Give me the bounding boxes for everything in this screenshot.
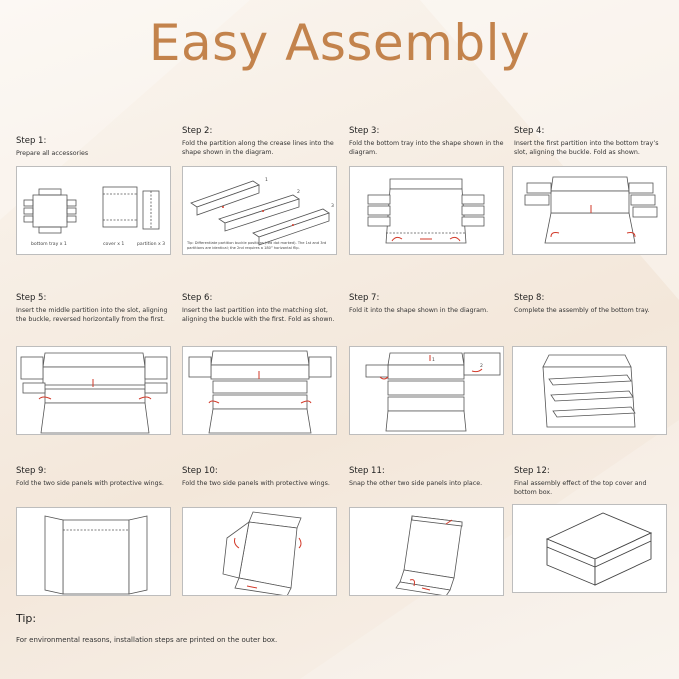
step-text: Fold the two side panels with protective…	[182, 480, 330, 487]
step-text: Insert the first partition into the bott…	[514, 140, 659, 156]
step-text: Fold it into the shape shown in the diag…	[349, 307, 489, 314]
step-label: Step 5:	[16, 293, 47, 303]
step-9: Step 9: Fold the two side panels with pr…	[16, 466, 173, 499]
step-label: Step 1:	[16, 136, 47, 146]
step-2: Step 2: Fold the partition along the cre…	[182, 126, 339, 159]
step-3: Step 3: Fold the bottom tray into the sh…	[349, 126, 506, 159]
partition-number: 2	[297, 189, 300, 195]
page-title: Easy Assembly	[148, 14, 531, 72]
partition-number: 1	[265, 177, 268, 183]
step-text: Snap the other two side panels into plac…	[349, 480, 483, 487]
step-4-diagram	[512, 166, 667, 255]
step-4: Step 4: Insert the first partition into …	[514, 126, 671, 159]
step-6-diagram	[182, 346, 337, 435]
step-1: Step 1: Prepare all accessories	[16, 136, 173, 169]
step-10: Step 10: Fold the two side panels with p…	[182, 466, 339, 499]
step-label: Step 3:	[349, 126, 380, 136]
step-8-diagram	[512, 346, 667, 435]
step-12: Step 12: Final assembly effect of the to…	[514, 466, 671, 499]
tip-text: For environmental reasons, installation …	[16, 636, 278, 644]
step-text: Fold the partition along the crease line…	[182, 140, 334, 156]
step-label: Step 8:	[514, 293, 545, 303]
step-2-note: Tip: Differentiate partition buckle posi…	[187, 241, 327, 250]
step-label: Step 6:	[182, 293, 213, 303]
fold-number: 1	[432, 357, 435, 363]
step-label: Step 11:	[349, 466, 385, 476]
step-7: Step 7: Fold it into the shape shown in …	[349, 293, 506, 326]
tip-title: Tip:	[16, 612, 37, 625]
step-label: Step 4:	[514, 126, 545, 136]
step-text: Complete the assembly of the bottom tray…	[514, 307, 650, 314]
step-text: Fold the bottom tray into the shape show…	[349, 140, 504, 156]
step-7-diagram: 1 2	[349, 346, 504, 435]
step-text: Insert the last partition into the match…	[182, 307, 335, 323]
step-label: Step 12:	[514, 466, 550, 476]
step-text: Fold the two side panels with protective…	[16, 480, 164, 487]
caption-cover: cover x 1	[103, 241, 124, 247]
step-label: Step 2:	[182, 126, 213, 136]
step-8: Step 8: Complete the assembly of the bot…	[514, 293, 671, 326]
step-1-diagram: bottom tray x 1 cover x 1 partition x 3	[16, 166, 171, 255]
step-11: Step 11: Snap the other two side panels …	[349, 466, 506, 499]
step-label: Step 7:	[349, 293, 380, 303]
step-5-diagram	[16, 346, 171, 435]
step-9-diagram	[16, 507, 171, 596]
step-5: Step 5: Insert the middle partition into…	[16, 293, 173, 326]
step-11-diagram	[349, 507, 504, 596]
fold-number: 2	[480, 363, 483, 369]
partition-number: 3	[331, 203, 334, 209]
step-label: Step 10:	[182, 466, 218, 476]
step-text: Insert the middle partition into the slo…	[16, 307, 168, 323]
step-6: Step 6: Insert the last partition into t…	[182, 293, 339, 326]
caption-partition: partition x 3	[137, 241, 165, 247]
step-10-diagram	[182, 507, 337, 596]
caption-bottom-tray: bottom tray x 1	[31, 241, 67, 247]
step-text: Prepare all accessories	[16, 150, 89, 157]
step-3-diagram	[349, 166, 504, 255]
step-2-diagram: 1 2 3 Tip: Differentiate partition buckl…	[182, 166, 337, 255]
step-12-diagram	[512, 504, 667, 593]
step-label: Step 9:	[16, 466, 47, 476]
step-text: Final assembly effect of the top cover a…	[514, 480, 647, 496]
